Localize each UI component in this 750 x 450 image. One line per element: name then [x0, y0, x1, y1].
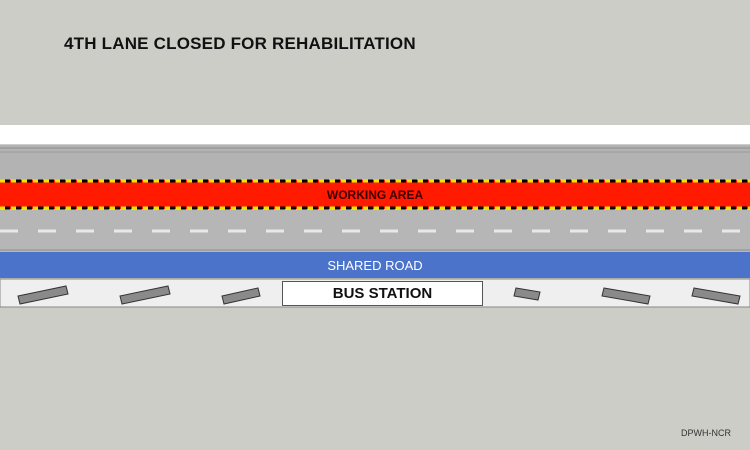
- concrete-barriers: [17, 285, 741, 305]
- shared-road-lane: [0, 252, 750, 278]
- working-area-lane: [0, 180, 750, 209]
- top-lane: [0, 146, 750, 180]
- working-area-label: WORKING AREA: [326, 188, 424, 202]
- white-shoulder: [0, 125, 750, 145]
- credit-text: DPWH-NCR: [681, 428, 731, 438]
- bus-station-sign: BUS STATION: [282, 281, 483, 306]
- middle-lanes: [0, 210, 750, 252]
- diagram-title: 4TH LANE CLOSED FOR REHABILITATION: [64, 34, 416, 53]
- shared-road-label: SHARED ROAD: [327, 258, 423, 273]
